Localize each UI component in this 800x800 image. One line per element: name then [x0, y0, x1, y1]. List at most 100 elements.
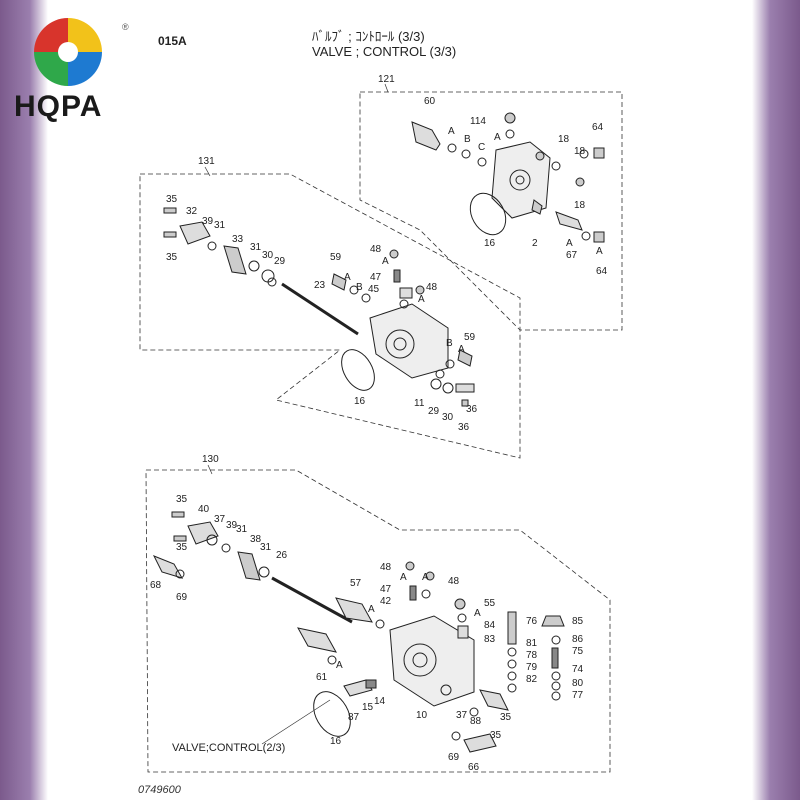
callout: 40: [198, 504, 210, 515]
callout: 64: [596, 266, 608, 277]
callout: 67: [566, 250, 578, 261]
reference-note: VALVE;CONTROL(2/3): [172, 742, 286, 754]
callout: 35: [176, 542, 188, 553]
callout: 114: [470, 116, 486, 127]
registered-mark: ®: [122, 22, 129, 32]
callouts-121: 60 114 A B C A 18 18 64 18 16 2 A 67 A 6…: [424, 96, 608, 277]
callout: 15: [362, 702, 374, 713]
callout: 74: [572, 664, 584, 675]
callout: 80: [572, 678, 584, 689]
callout: 48: [380, 562, 392, 573]
callout: 47: [380, 584, 392, 595]
callout: 36: [466, 404, 478, 415]
callout: 10: [416, 710, 428, 721]
callout: A: [344, 272, 351, 283]
drawing-number: 0749600: [138, 784, 181, 796]
callout: A: [418, 294, 425, 305]
callout: 39: [226, 520, 238, 531]
callout: 29: [428, 406, 440, 417]
callout: 59: [464, 332, 476, 343]
callout: 77: [572, 690, 584, 701]
callout: 2: [532, 238, 538, 249]
callout: 35: [490, 730, 502, 741]
callout: 32: [186, 206, 198, 217]
callout: 81: [526, 638, 538, 649]
callout: 16: [330, 736, 342, 747]
callout: 61: [316, 672, 328, 683]
callout: 31: [236, 524, 248, 535]
callout: 60: [424, 96, 436, 107]
callout: 78: [526, 650, 538, 661]
callout: B: [356, 282, 363, 293]
callout: A: [382, 256, 389, 267]
callout: 18: [574, 146, 586, 157]
brand-logo: [18, 12, 118, 122]
callout: A: [422, 572, 429, 583]
callout: 16: [354, 396, 366, 407]
callout: 75: [572, 646, 584, 657]
callout: 76: [526, 616, 538, 627]
callout: 48: [448, 576, 460, 587]
callout: 11: [414, 398, 425, 409]
callout: 82: [526, 674, 538, 685]
callout: 57: [350, 578, 362, 589]
title-english: VALVE ; CONTROL (3/3): [312, 44, 457, 59]
page-code: 015A: [158, 34, 187, 48]
callout: 86: [572, 634, 584, 645]
callout: 48: [370, 244, 382, 255]
group-131-parts: [163, 207, 475, 407]
callout: B: [464, 134, 471, 145]
group-130-label: 130: [202, 454, 219, 465]
callout: A: [448, 126, 455, 137]
callout: 26: [276, 550, 288, 561]
callout: C: [478, 142, 485, 153]
callout: 14: [374, 696, 386, 707]
callout: 33: [232, 234, 244, 245]
brand-name: HQPA: [14, 90, 103, 123]
callout: 85: [572, 616, 584, 627]
group-121-label: 121: [378, 74, 395, 85]
callout: 39: [202, 216, 214, 227]
callout: 30: [262, 250, 274, 261]
callouts-130: 35 40 37 39 31 38 31 35 26 68 69 57 A 48…: [150, 494, 584, 773]
logo-emblem-icon: [34, 18, 102, 86]
callout: A: [336, 660, 343, 671]
callout: 30: [442, 412, 454, 423]
group-121-parts: [411, 112, 605, 243]
callout: 79: [526, 662, 538, 673]
callout: 42: [380, 596, 392, 607]
callout: A: [368, 604, 375, 615]
callout: 45: [368, 284, 380, 295]
callout: 69: [176, 592, 188, 603]
group-131-frame: [139, 173, 521, 459]
callout: A: [458, 344, 465, 355]
callout: A: [494, 132, 501, 143]
callout: 35: [166, 194, 178, 205]
callout: 36: [458, 422, 470, 433]
callout: 37: [456, 710, 468, 721]
callout: B: [446, 338, 453, 349]
callout: A: [474, 608, 481, 619]
group-131-label: 131: [198, 156, 215, 167]
callout: 37: [214, 514, 226, 525]
callout: 84: [484, 620, 496, 631]
callout: 87: [348, 712, 360, 723]
callout: 64: [592, 122, 604, 133]
callout: 29: [274, 256, 286, 267]
callout: 18: [574, 200, 586, 211]
group-121-frame: [359, 91, 623, 331]
callout: A: [596, 246, 603, 257]
callout: 31: [250, 242, 262, 253]
callout: 38: [250, 534, 262, 545]
callout: 31: [260, 542, 272, 553]
callout: 31: [214, 220, 226, 231]
callout: 47: [370, 272, 382, 283]
group-130-parts: [152, 511, 565, 753]
group-130-frame: [145, 469, 611, 773]
callout: 55: [484, 598, 496, 609]
callout: 69: [448, 752, 460, 763]
callout: 16: [484, 238, 496, 249]
callout: 68: [150, 580, 162, 591]
